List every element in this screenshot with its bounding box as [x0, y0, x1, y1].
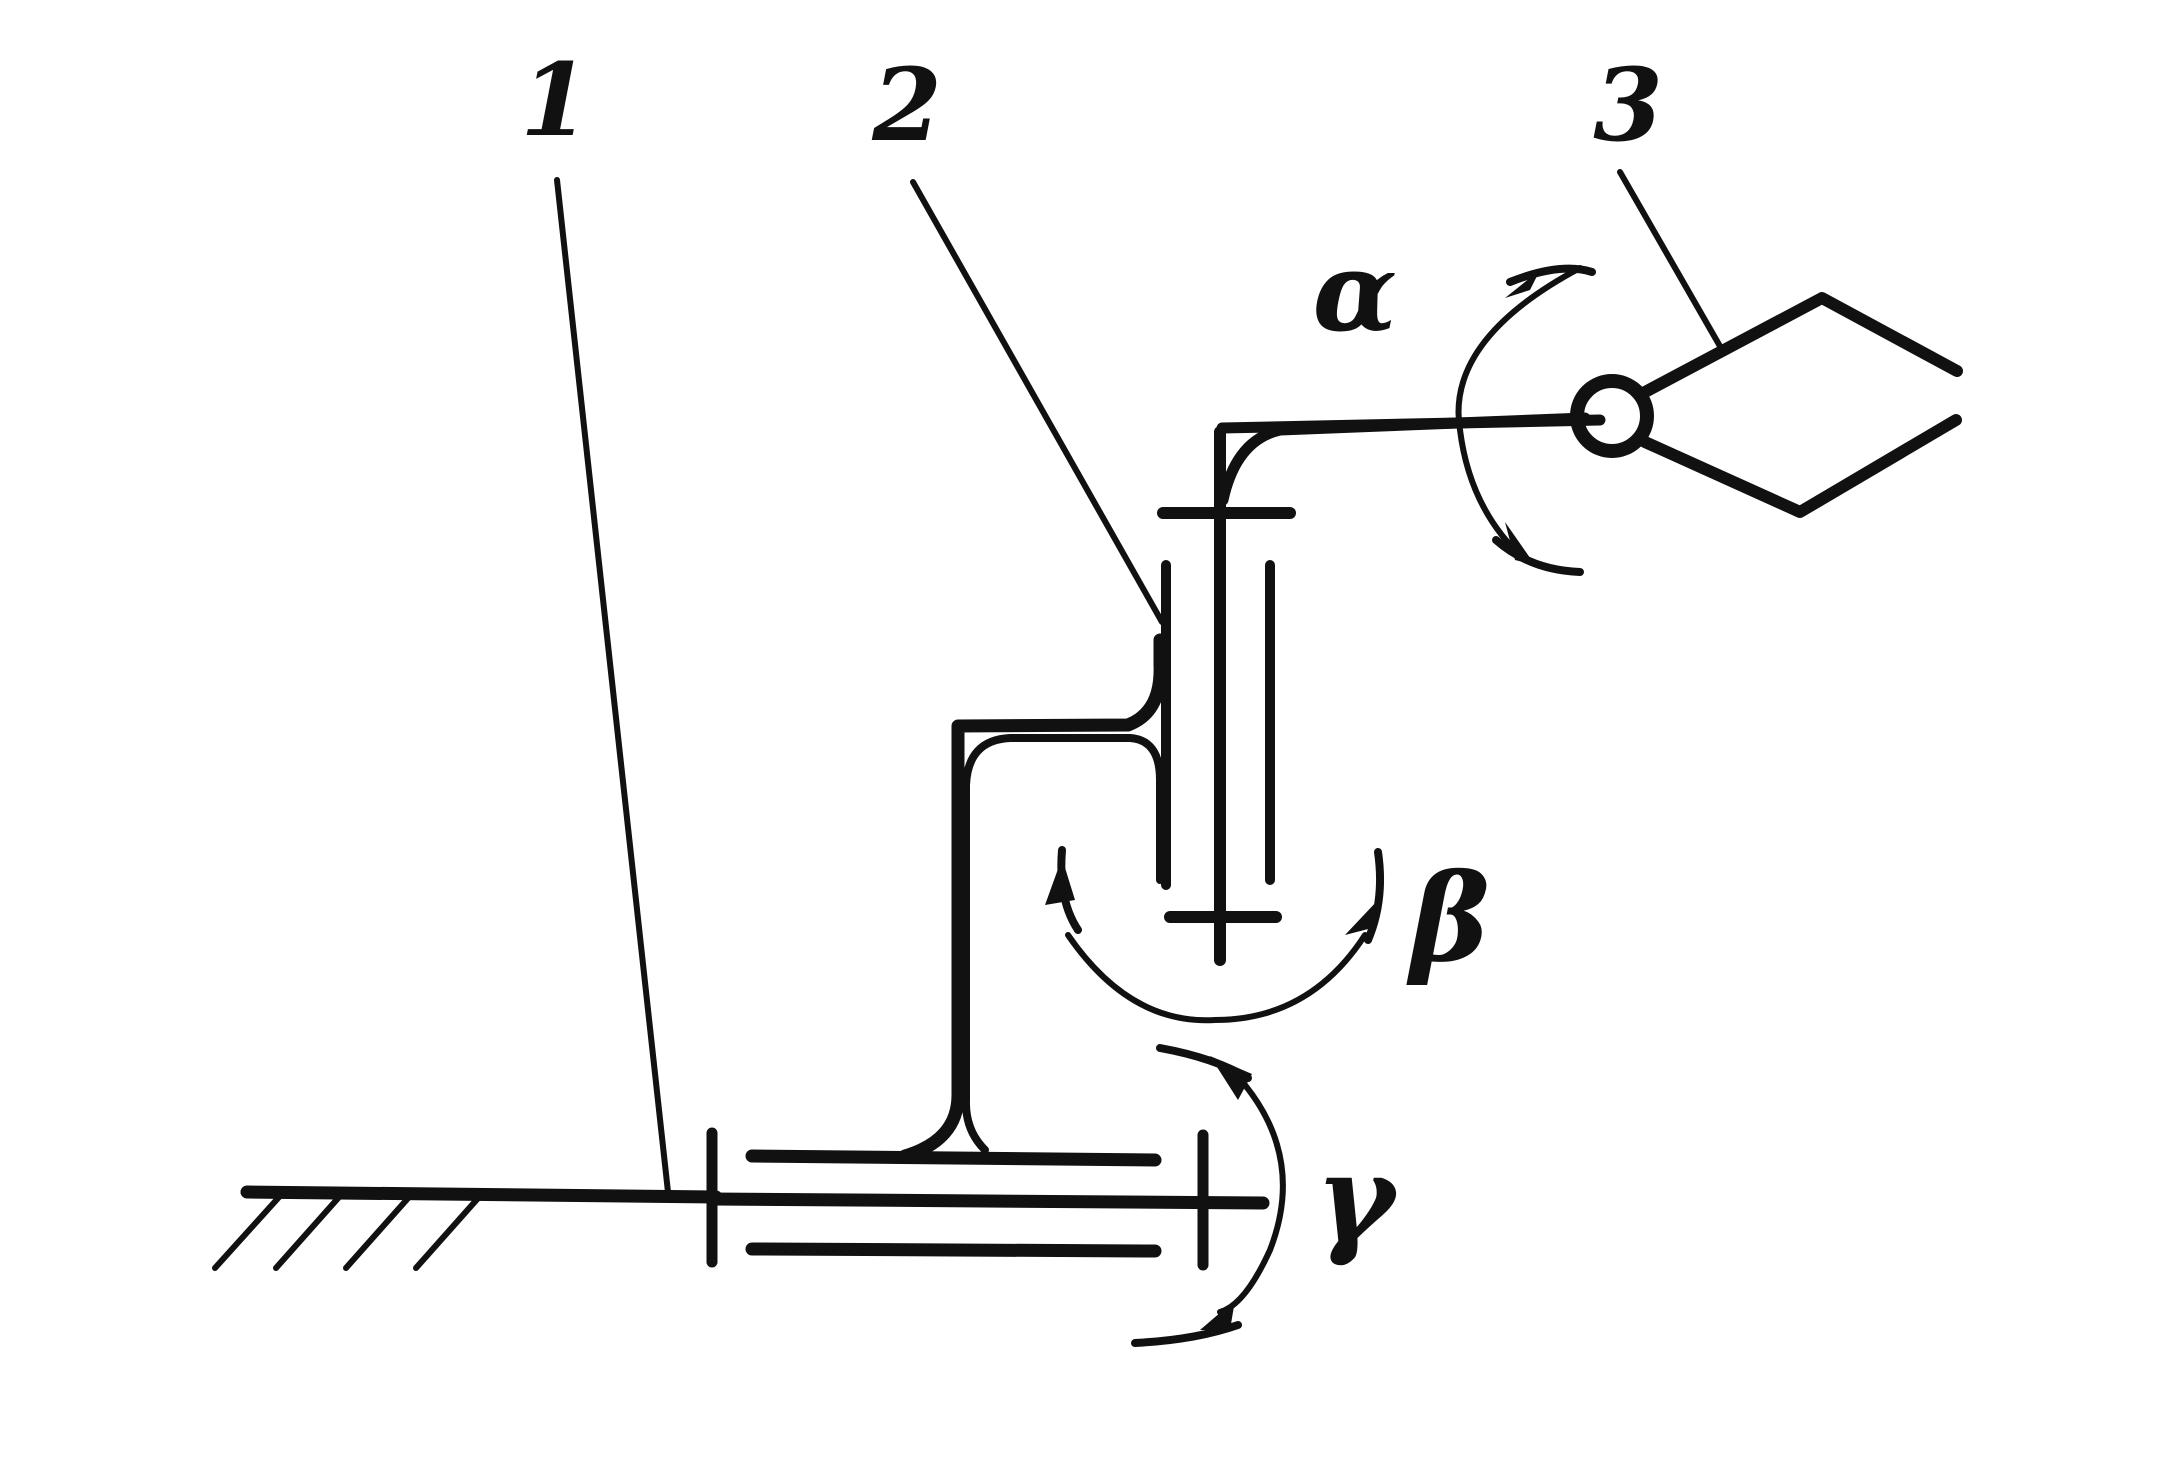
- leader-line-2: [910, 179, 1165, 625]
- gripper: [1639, 292, 1963, 518]
- rotation-arrow-alpha: [1455, 264, 1596, 576]
- leader-line-3: [1617, 169, 1724, 351]
- rotation-arrow-beta: [1045, 846, 1385, 1024]
- ground-hatching: [212, 1193, 483, 1271]
- column-link: [898, 633, 1167, 1163]
- wrist-joint: [1570, 374, 1654, 458]
- leader-line-1: [554, 177, 671, 1195]
- upper-revolute-joint: [1157, 426, 1296, 966]
- label-beta: β: [1406, 848, 1490, 989]
- column-fillet-inner: [961, 734, 1164, 1154]
- label-gamma: γ: [1315, 1128, 1399, 1269]
- fixed-ground: [212, 1185, 723, 1271]
- label-part-2: 2: [871, 46, 942, 164]
- label-part-1: 1: [520, 41, 590, 159]
- label-part-3: 3: [1593, 46, 1663, 164]
- base-revolute-joint: [705, 1127, 1270, 1271]
- label-alpha: α: [1313, 227, 1398, 356]
- rotation-arrow-gamma: [1131, 1044, 1286, 1347]
- arm-link-top: [1216, 414, 1606, 434]
